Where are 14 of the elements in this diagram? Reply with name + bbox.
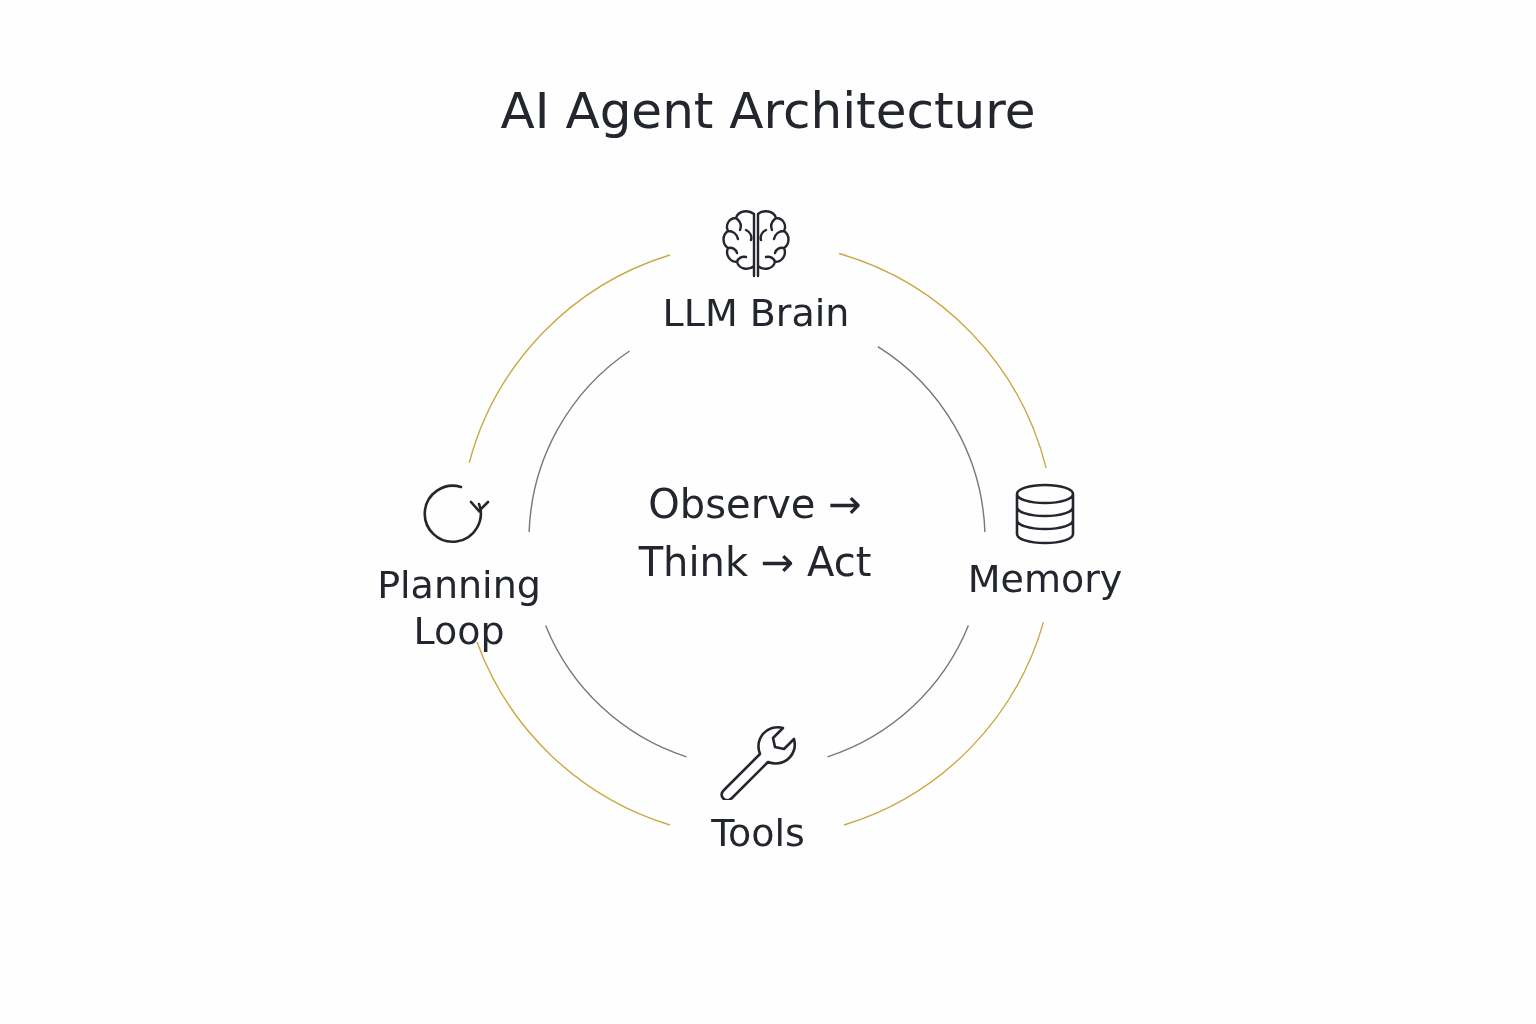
connector-arc (826, 624, 970, 758)
connector-arc (476, 641, 671, 826)
node-label: LLM Brain (662, 290, 850, 336)
connector-arc (838, 252, 1047, 469)
node-label: Tools (711, 810, 805, 856)
connector-arc (877, 345, 986, 533)
diagram-title: AI Agent Architecture (499, 82, 1037, 140)
connector-arc (843, 621, 1045, 826)
connector-arc (468, 254, 671, 464)
cycle-text: Observe → Think → Act (637, 480, 873, 587)
connector-arc (544, 624, 688, 758)
connector-arc (528, 350, 631, 533)
node-label: Memory (967, 556, 1123, 602)
node-label: Planning Loop (376, 562, 542, 654)
